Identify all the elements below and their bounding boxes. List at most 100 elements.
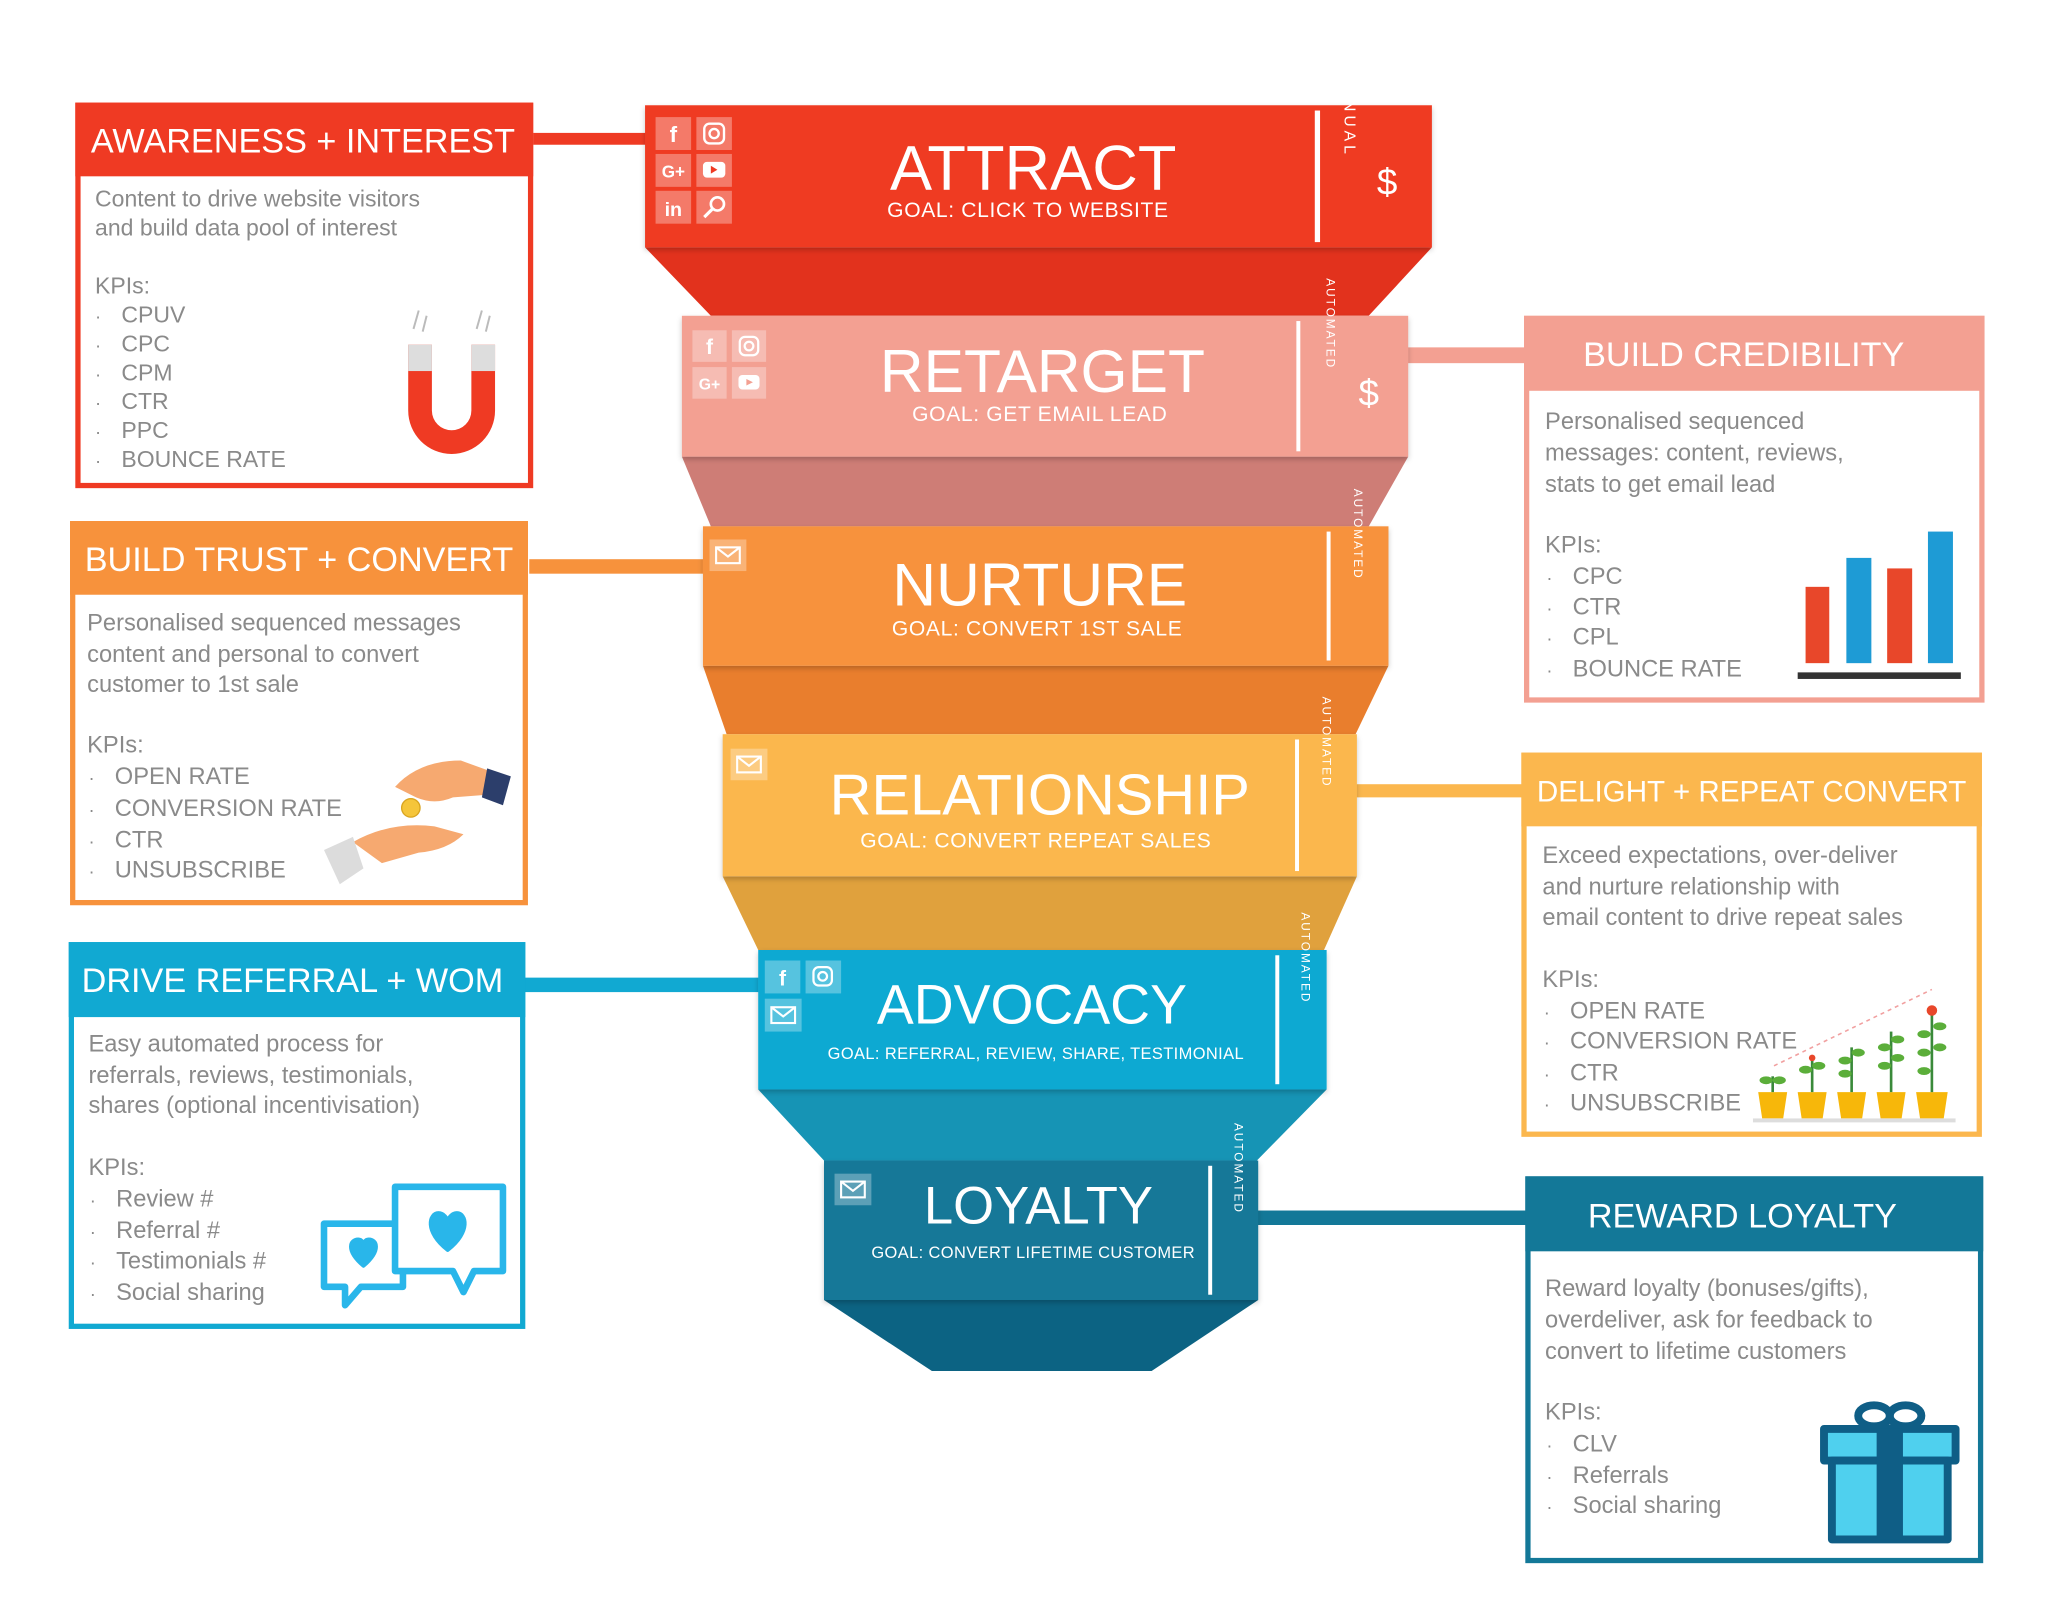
mail-icon — [709, 539, 747, 572]
card-awareness-interest-desc-2: and build data pool of interest — [95, 215, 398, 241]
funnel-taper-advocacy — [758, 1089, 1327, 1161]
kpi-item: CTR — [115, 827, 164, 853]
card-awareness-interest-desc-1: Content to drive website visitors — [95, 186, 420, 212]
stage-relationship-goal: GOAL: CONVERT REPEAT SALES — [860, 829, 1211, 852]
kpi-item: CONVERSION RATE — [1570, 1029, 1797, 1055]
card-drive-referral-wom-header — [68, 942, 526, 1018]
svg-text:·: · — [1544, 1094, 1550, 1115]
stage-relationship-band — [722, 734, 1357, 877]
stage-attract-title: ATTRACT — [890, 133, 1176, 203]
connector-relationship — [1352, 784, 1527, 798]
card-build-trust-convert-header — [70, 521, 528, 595]
svg-text:·: · — [88, 830, 94, 851]
stage-attract-divider — [1314, 110, 1321, 243]
kpi-item: CPC — [121, 330, 170, 356]
connector-loyalty — [1252, 1210, 1530, 1225]
svg-text:·: · — [95, 334, 101, 355]
stage-retarget-cost-icon: $ — [1358, 372, 1378, 413]
svg-text:·: · — [1544, 1032, 1550, 1053]
stage-retarget-band — [681, 315, 1409, 457]
instagram-icon — [696, 117, 732, 150]
svg-text:·: · — [1546, 1466, 1552, 1487]
stage-loyalty-divider — [1208, 1165, 1213, 1295]
connectors — [524, 132, 1530, 1225]
card-reward-loyalty: REWARD LOYALTY Reward loyalty (bonuses/g… — [1525, 1176, 1984, 1564]
facebook-icon: f — [764, 960, 801, 994]
stage-attract: f G+ in ATTRACT GOAL: CLICK TO WEBSITE M… — [645, 68, 1432, 248]
stage-retarget-mode: AUTOMATED — [1324, 278, 1338, 369]
svg-text:·: · — [95, 392, 101, 413]
card-drive-referral-wom-title: DRIVE REFERRAL + WOM — [82, 962, 504, 1000]
svg-text:·: · — [95, 450, 101, 471]
card-build-trust-convert-kpi-label: KPIs: — [87, 733, 144, 759]
stage-nurture-goal: GOAL: CONVERT 1ST SALE — [892, 618, 1183, 641]
card-awareness-interest-kpi-list: ·CPUV ·CPC ·CPM ·CTR ·PPC ·BOUNCE RATE — [95, 301, 286, 472]
svg-text:·: · — [1544, 1001, 1550, 1022]
card-reward-loyalty-header — [1525, 1176, 1984, 1252]
stage-loyalty-mode: AUTOMATED — [1231, 1123, 1245, 1214]
card-delight-repeat-convert-desc-3: email content to drive repeat sales — [1542, 905, 1903, 931]
kpi-item: CPL — [1573, 625, 1619, 651]
connector-retarget — [1402, 347, 1530, 364]
stage-advocacy-band — [758, 950, 1327, 1090]
svg-text:·: · — [95, 363, 101, 384]
kpi-item: CPUV — [121, 301, 186, 327]
card-build-trust-convert-kpi-list: ·OPEN RATE ·CONVERSION RATE ·CTR ·UNSUBS… — [88, 764, 341, 883]
kpi-item: CLV — [1573, 1431, 1618, 1457]
gift-box-icon — [1820, 1401, 1960, 1544]
search-icon — [696, 190, 732, 224]
card-drive-referral-wom-desc-3: shares (optional incentivisation) — [88, 1093, 420, 1119]
card-reward-loyalty-desc-3: convert to lifetime customers — [1545, 1339, 1846, 1365]
stage-nurture-title: NURTURE — [892, 550, 1187, 618]
stage-retarget-divider — [1296, 321, 1301, 452]
kpi-item: PPC — [121, 417, 168, 443]
card-build-credibility: BUILD CREDIBILITY Personalised sequenced… — [1524, 315, 1985, 703]
kpi-item: Social sharing — [1573, 1493, 1722, 1519]
svg-text:·: · — [95, 421, 101, 442]
kpi-item: Social sharing — [116, 1280, 265, 1306]
kpi-item: UNSUBSCRIBE — [115, 858, 286, 884]
stage-loyalty: LOYALTY GOAL: CONVERT LIFETIME CUSTOMER … — [824, 1123, 1259, 1300]
kpi-item: Testimonials # — [116, 1248, 267, 1274]
instagram-icon — [731, 330, 767, 362]
card-drive-referral-wom-kpi-label: KPIs: — [88, 1155, 145, 1181]
stage-attract-goal: GOAL: CLICK TO WEBSITE — [887, 199, 1169, 222]
svg-text:G+: G+ — [699, 376, 720, 393]
stage-attract-icons: f G+ in — [655, 117, 732, 224]
svg-text:·: · — [90, 1251, 96, 1272]
kpi-item: OPEN RATE — [115, 764, 250, 790]
stage-relationship-title: RELATIONSHIP — [830, 763, 1250, 827]
svg-text:in: in — [665, 199, 683, 221]
card-awareness-interest-kpi-label: KPIs: — [95, 272, 150, 298]
card-reward-loyalty-title: REWARD LOYALTY — [1588, 1198, 1897, 1236]
funnel-taper-attract — [645, 247, 1432, 316]
stage-attract-band — [645, 105, 1432, 248]
kpi-item: CTR — [121, 388, 168, 414]
funnel: f G+ in ATTRACT GOAL: CLICK TO WEBSITE M… — [645, 68, 1432, 1372]
youtube-icon — [696, 153, 732, 187]
svg-text:·: · — [1544, 1063, 1550, 1084]
google-plus-icon: G+ — [692, 367, 727, 399]
kpi-item: BOUNCE RATE — [121, 446, 286, 472]
card-awareness-interest-title: AWARENESS + INTEREST — [91, 123, 515, 161]
kpi-item: OPEN RATE — [1570, 998, 1705, 1024]
instagram-icon — [805, 960, 842, 994]
funnel-taper-nurture — [702, 665, 1389, 735]
funnel-taper-loyalty — [824, 1300, 1259, 1372]
connector-attract — [533, 132, 649, 145]
stage-advocacy-title: ADVOCACY — [877, 974, 1187, 1036]
card-build-trust-convert: BUILD TRUST + CONVERT Personalised seque… — [70, 521, 528, 906]
svg-text:·: · — [90, 1190, 96, 1211]
card-build-credibility-header — [1524, 315, 1985, 391]
svg-text:·: · — [88, 861, 94, 882]
svg-text:·: · — [88, 799, 94, 820]
kpi-item: CTR — [1570, 1060, 1619, 1086]
card-drive-referral-wom-desc-1: Easy automated process for — [88, 1031, 383, 1057]
stage-attract-mode: MANUAL — [1341, 68, 1358, 157]
card-reward-loyalty-kpi-list: ·CLV ·Referrals ·Social sharing — [1546, 1431, 1721, 1519]
card-build-trust-convert-desc-1: Personalised sequenced messages — [87, 610, 461, 636]
stage-retarget-icons: f G+ — [692, 330, 767, 399]
card-delight-repeat-convert: DELIGHT + REPEAT CONVERT Exceed expectat… — [1521, 752, 1982, 1137]
svg-text:·: · — [90, 1221, 96, 1242]
